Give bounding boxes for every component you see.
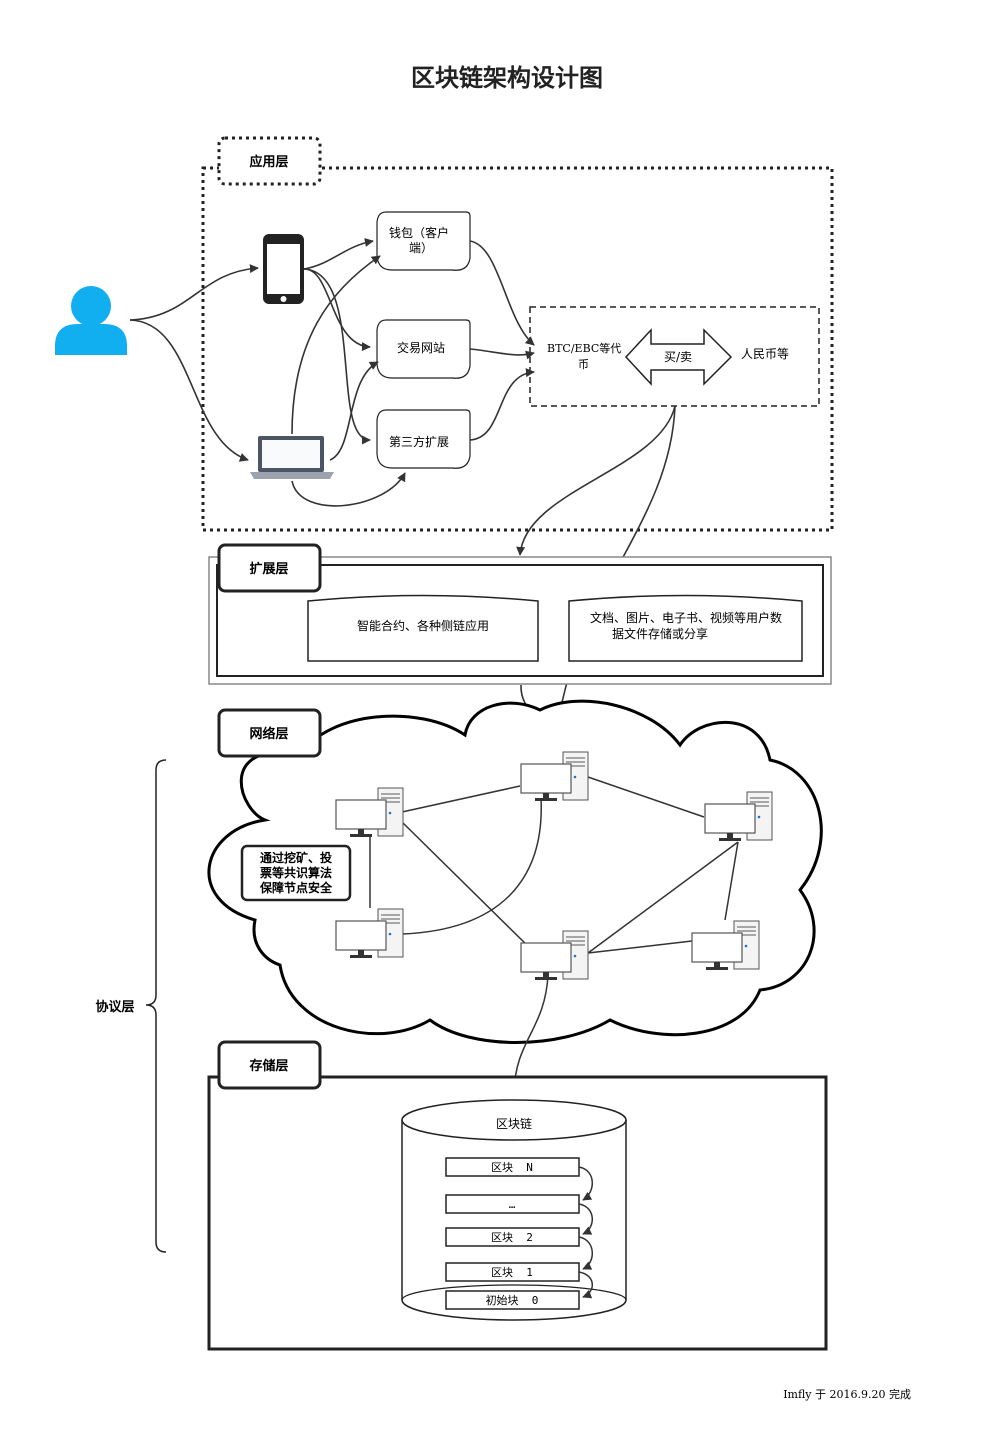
smart-contract-node[interactable]	[307, 594, 539, 662]
net-link	[724, 841, 739, 921]
rmb-label: 人民币等	[741, 347, 789, 361]
consensus-label-2: 票等共识算法	[260, 865, 332, 880]
block-genesis-label: 初始块 0	[486, 1293, 539, 1307]
net-link	[401, 797, 542, 935]
block-ellipsis-label: …	[509, 1198, 516, 1211]
blockchain-cylinder-top	[401, 1099, 627, 1141]
file-storage-label-2: 据文件存储或分享	[612, 626, 708, 641]
buy-sell-arrow[interactable]	[624, 328, 733, 386]
file-storage-node[interactable]	[568, 594, 803, 662]
block-1-label: 区块 1	[491, 1266, 533, 1279]
storage-layer-label: 存储层	[249, 1058, 288, 1074]
third-to-market-arrow	[469, 368, 535, 441]
protocol-layer-label: 协议层	[95, 999, 134, 1015]
block-link-arrow	[578, 1166, 593, 1201]
market-to-ext-arrow	[516, 405, 676, 556]
user-to-phone-arrow	[129, 264, 259, 321]
consensus-label-3: 保障节点安全	[259, 880, 333, 895]
exchange-node[interactable]	[376, 319, 471, 379]
cylinder-base-arc	[401, 1284, 627, 1301]
laptop-to-wallet-arrow	[291, 255, 381, 435]
net-layer-label: 网络层	[249, 726, 288, 742]
block-list: 区块 N … 区块 2 区块 1 初始块 0	[445, 1157, 580, 1310]
smart-contract-label: 智能合约、各种侧链应用	[357, 618, 489, 633]
block-n-label: 区块 N	[491, 1161, 533, 1174]
coin-label: BTC/EBC等代	[547, 341, 621, 355]
page-title: 区块链架构设计图	[411, 64, 603, 92]
wallet-to-market-arrow	[469, 240, 535, 346]
app-layer-label: 应用层	[249, 154, 288, 170]
net-link	[587, 776, 705, 818]
footer-credit: Imfly 于 2016.9.20 完成	[783, 1387, 911, 1401]
exchange-label: 交易网站	[397, 340, 445, 355]
net-link	[587, 841, 739, 954]
phone-to-wallet-arrow	[303, 237, 374, 270]
blockchain-label: 区块链	[496, 1116, 532, 1131]
third-party-label: 第三方扩展	[389, 434, 449, 449]
protocol-brace	[145, 759, 167, 1253]
file-storage-label: 文档、图片、电子书、视频等用户数	[590, 610, 782, 625]
block-link-arrow	[578, 1236, 593, 1270]
buy-sell-label: 买/卖	[664, 350, 692, 364]
net-link	[401, 785, 521, 813]
laptop-to-exchange-arrow	[329, 361, 379, 461]
phone-icon	[263, 234, 304, 304]
user-to-laptop-arrow	[129, 319, 249, 462]
app-layer-frame	[201, 166, 834, 532]
wallet-node[interactable]	[376, 211, 471, 271]
user-icon	[55, 286, 127, 355]
net-layer-tab	[217, 708, 322, 758]
wallet-label-2: 端）	[409, 241, 433, 255]
laptop-icon	[250, 436, 334, 479]
phone-to-exchange-arrow	[303, 268, 371, 352]
consensus-label: 通过挖矿、投	[260, 850, 332, 865]
block-genesis[interactable]	[445, 1290, 580, 1310]
exchange-to-market-arrow	[469, 348, 535, 360]
wallet-label: 钱包（客户	[389, 225, 449, 240]
storage-layer-tab	[217, 1040, 322, 1090]
consensus-note	[240, 844, 352, 902]
coin-label-2: 币	[578, 358, 589, 371]
block-link-arrow	[578, 1271, 593, 1299]
ext-layer-label: 扩展层	[249, 561, 288, 577]
net-link	[401, 821, 536, 954]
app-layer-tab	[217, 136, 322, 186]
ext-layer-tab	[217, 543, 322, 593]
net-link	[587, 940, 693, 954]
third-party-node[interactable]	[376, 409, 471, 469]
laptop-to-third-arrow	[291, 472, 406, 507]
ext-layer-inner	[216, 564, 824, 677]
phone-to-third-arrow	[303, 268, 371, 445]
block-link-arrow	[578, 1203, 593, 1235]
block-2-label: 区块 2	[491, 1231, 533, 1244]
